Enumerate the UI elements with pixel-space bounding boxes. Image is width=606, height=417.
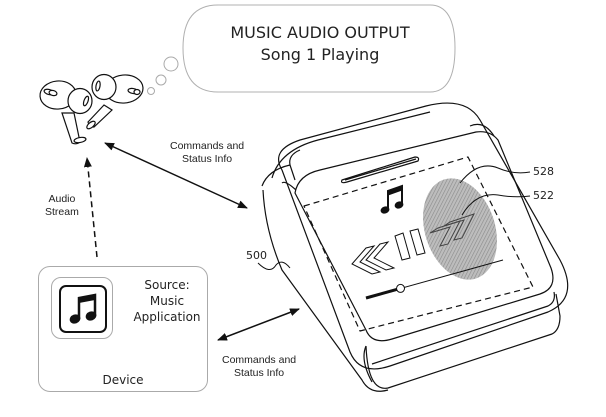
thought-dot-medium xyxy=(155,74,167,86)
label-line-1: Audio xyxy=(48,193,76,205)
earbuds-icon xyxy=(39,73,144,145)
music-app-icon-frame xyxy=(59,285,107,333)
label-commands-status-top: Commands and Status Info xyxy=(170,140,244,165)
now-playing-status: Song 1 Playing xyxy=(260,45,380,64)
audio-output-title: MUSIC AUDIO OUTPUT xyxy=(230,23,410,42)
fast-forward-icon[interactable] xyxy=(429,213,475,247)
ref-500-leader xyxy=(257,261,291,270)
progress-thumb[interactable] xyxy=(396,283,406,293)
rewind-icon[interactable] xyxy=(351,241,396,275)
remote-display-area xyxy=(303,156,534,332)
label-line-2: Stream xyxy=(45,205,79,218)
label-audio-stream: Audio Stream xyxy=(45,193,79,218)
remote-outer-shell xyxy=(278,102,569,370)
music-note-icon xyxy=(380,184,404,214)
label-line-2: Status Info xyxy=(233,366,285,379)
source-device: Source: Music Application Device xyxy=(38,266,208,392)
device-label: Device xyxy=(102,373,144,387)
ref-500: 500 xyxy=(246,249,267,262)
source-line-2: Application xyxy=(133,310,201,324)
right-earbud xyxy=(86,73,144,130)
arrow-earbuds-remote xyxy=(104,142,248,209)
source-label: Source: Music Application xyxy=(127,277,207,325)
thought-bubble-text: MUSIC AUDIO OUTPUT Song 1 Playing xyxy=(200,22,440,66)
music-note-icon xyxy=(69,293,97,324)
progress-fill xyxy=(365,287,399,300)
remote-device xyxy=(261,102,569,392)
progress-slider[interactable] xyxy=(365,259,504,300)
thought-dot-large xyxy=(163,56,179,72)
label-line-2: Status Info xyxy=(181,152,233,165)
arrow-audio-stream xyxy=(83,157,98,258)
remote-inner-bezel xyxy=(294,131,554,342)
music-app-icon[interactable] xyxy=(51,277,113,339)
ref-528-leader xyxy=(459,165,531,184)
thought-bubble-outline xyxy=(182,4,456,93)
screen-contents xyxy=(351,178,504,300)
label-commands-status-bottom: Commands and Status Info xyxy=(222,354,296,379)
pause-icon[interactable] xyxy=(394,228,426,261)
speaker-slot xyxy=(340,156,420,184)
remote-base xyxy=(365,293,561,389)
thought-dot-small xyxy=(147,87,155,95)
label-line-1: Commands and xyxy=(170,140,245,152)
label-line-1: Commands and xyxy=(222,354,297,366)
thought-bubble xyxy=(147,4,456,95)
ref-522-leader xyxy=(461,194,531,216)
ref-528: 528 xyxy=(533,165,554,178)
left-earbud xyxy=(39,80,93,145)
ref-522: 522 xyxy=(533,189,554,202)
arrow-device-remote xyxy=(217,308,300,341)
source-line-1: Source: Music xyxy=(144,278,190,308)
